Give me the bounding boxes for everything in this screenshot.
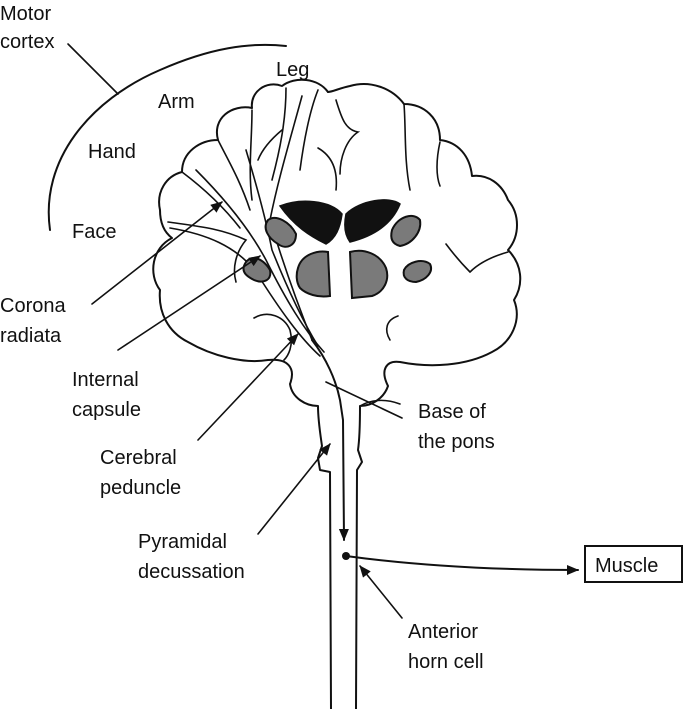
tract-arm-fiber (245, 149, 319, 347)
leader-base-of-pons (325, 381, 403, 419)
muscle-box (584, 545, 683, 583)
sulcus-right-4 (436, 141, 441, 187)
sulcus-right-3 (317, 147, 338, 191)
sulcus-left-3 (249, 109, 253, 201)
label-leg: Leg (276, 59, 309, 81)
sulcus-right-2 (403, 103, 411, 191)
arrow-anterior-horn-cell (359, 565, 403, 619)
sulcus-right-7 (359, 399, 401, 407)
sulcus-left-6 (167, 221, 248, 283)
main-descending-tract (311, 339, 349, 541)
label-face: Face (72, 221, 116, 243)
label-internal-capsule: Internal capsule (72, 369, 144, 421)
sulcus-right-6 (385, 315, 399, 341)
sulcus-right-1 (335, 99, 361, 175)
leader-motor-cortex (67, 43, 119, 95)
label-hand: Hand (88, 141, 136, 163)
arrow-cerebral-peduncle (197, 333, 299, 441)
sulcus-right-5 (445, 243, 509, 274)
nucleus-dark-left (278, 200, 343, 245)
sulcus-left-7 (253, 313, 293, 361)
nucleus-dark-right (344, 199, 401, 243)
arrow-pyramidal-decussation (257, 443, 331, 535)
label-pyramidal-decussation: Pyramidal decussation (138, 531, 245, 583)
nucleus-gray-left-upper (264, 216, 298, 248)
label-anterior-horn-cell: Anterior horn cell (408, 621, 484, 673)
nucleus-gray-right-center (348, 249, 389, 300)
sulcus-left-5 (181, 171, 241, 229)
sulcus-left-2 (257, 87, 287, 181)
motor-cortex-arc (47, 43, 287, 231)
arrow-internal-capsule (117, 255, 261, 351)
nucleus-gray-left-center (295, 250, 332, 298)
sulcus-left-1 (299, 89, 319, 171)
label-arm: Arm (158, 91, 195, 113)
label-corona-radiata: Corona radiata (0, 295, 71, 347)
tract-hand-fiber (195, 169, 325, 353)
label-motor-cortex: Motor cortex (0, 3, 57, 53)
sulcus-left-4 (217, 139, 251, 211)
nucleus-gray-right-small (402, 260, 432, 284)
efferent-to-muscle (345, 555, 579, 575)
label-base-of-pons: Base of the pons (418, 401, 495, 453)
label-cerebral-peduncle: Cerebral peduncle (100, 447, 182, 499)
brain-outline-left (152, 78, 332, 709)
nucleus-gray-right-upper (390, 214, 422, 248)
label-muscle: Muscle (595, 555, 658, 577)
arrow-corona-radiata (91, 201, 223, 305)
tract-face-fiber (169, 227, 321, 357)
